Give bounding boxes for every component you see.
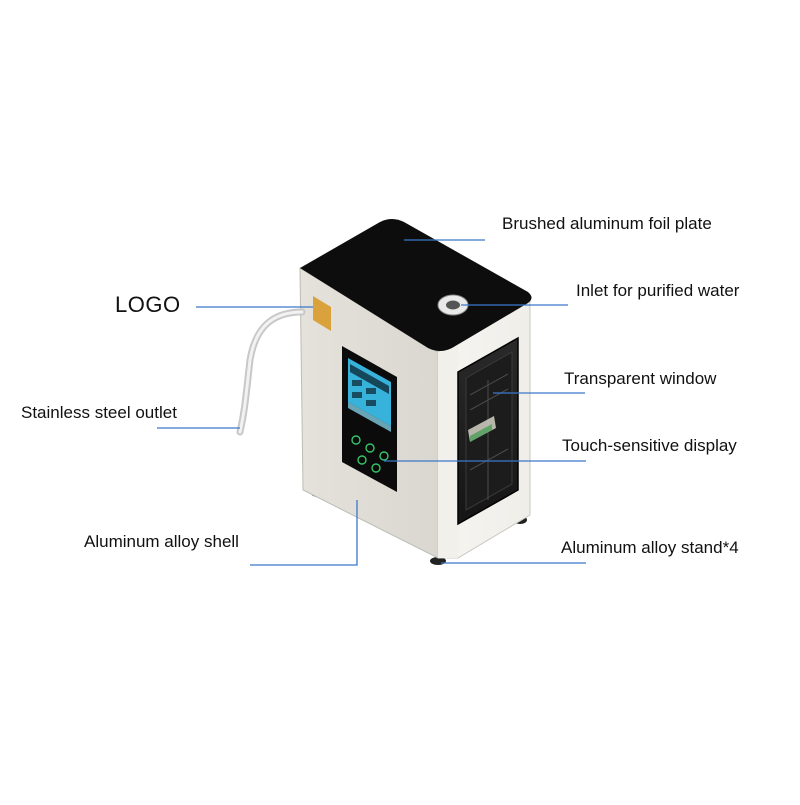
label-logo: LOGO — [115, 292, 181, 317]
label-stainless-outlet: Stainless steel outlet — [21, 403, 177, 422]
inlet-hole — [446, 300, 460, 310]
top-plate — [300, 219, 532, 351]
touch-button — [371, 463, 381, 473]
label-touch-display: Touch-sensitive display — [562, 436, 737, 455]
corner-edge — [438, 346, 458, 558]
logo-patch — [313, 296, 331, 331]
label-aluminum-shell: Aluminum alloy shell — [84, 532, 239, 551]
label-brushed-plate: Brushed aluminum foil plate — [502, 214, 712, 233]
touch-button — [357, 455, 367, 465]
label-stand: Aluminum alloy stand*4 — [561, 538, 739, 557]
touch-button — [351, 435, 361, 445]
label-inlet: Inlet for purified water — [576, 281, 740, 300]
leader-shell — [250, 500, 358, 566]
touch-button — [365, 443, 375, 453]
label-transparent-window: Transparent window — [564, 369, 717, 388]
touch-button — [379, 451, 389, 461]
